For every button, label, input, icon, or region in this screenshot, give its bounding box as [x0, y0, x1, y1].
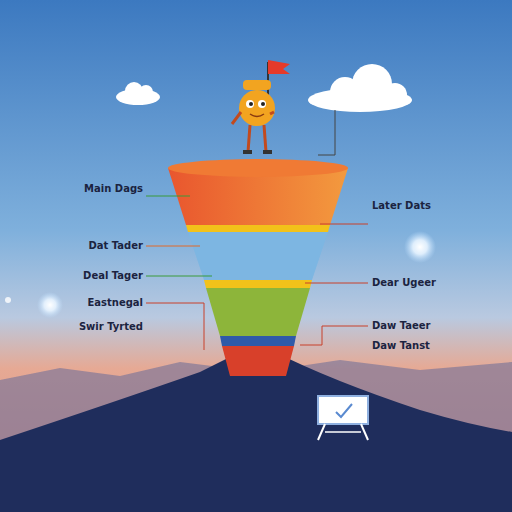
funnel-label: Daw Taeer [372, 320, 431, 332]
funnel-label: Deal Tager [83, 270, 143, 282]
funnel-label: Main Dags [84, 183, 143, 195]
funnel-label: Later Dats [372, 200, 431, 212]
funnel-label: Swir Tyrted [79, 321, 143, 333]
funnel-label: Eastnegal [87, 297, 143, 309]
funnel-label: Dear Ugeer [372, 277, 436, 289]
funnel-label: Daw Tanst [372, 340, 430, 352]
funnel-label: Dat Tader [89, 240, 143, 252]
